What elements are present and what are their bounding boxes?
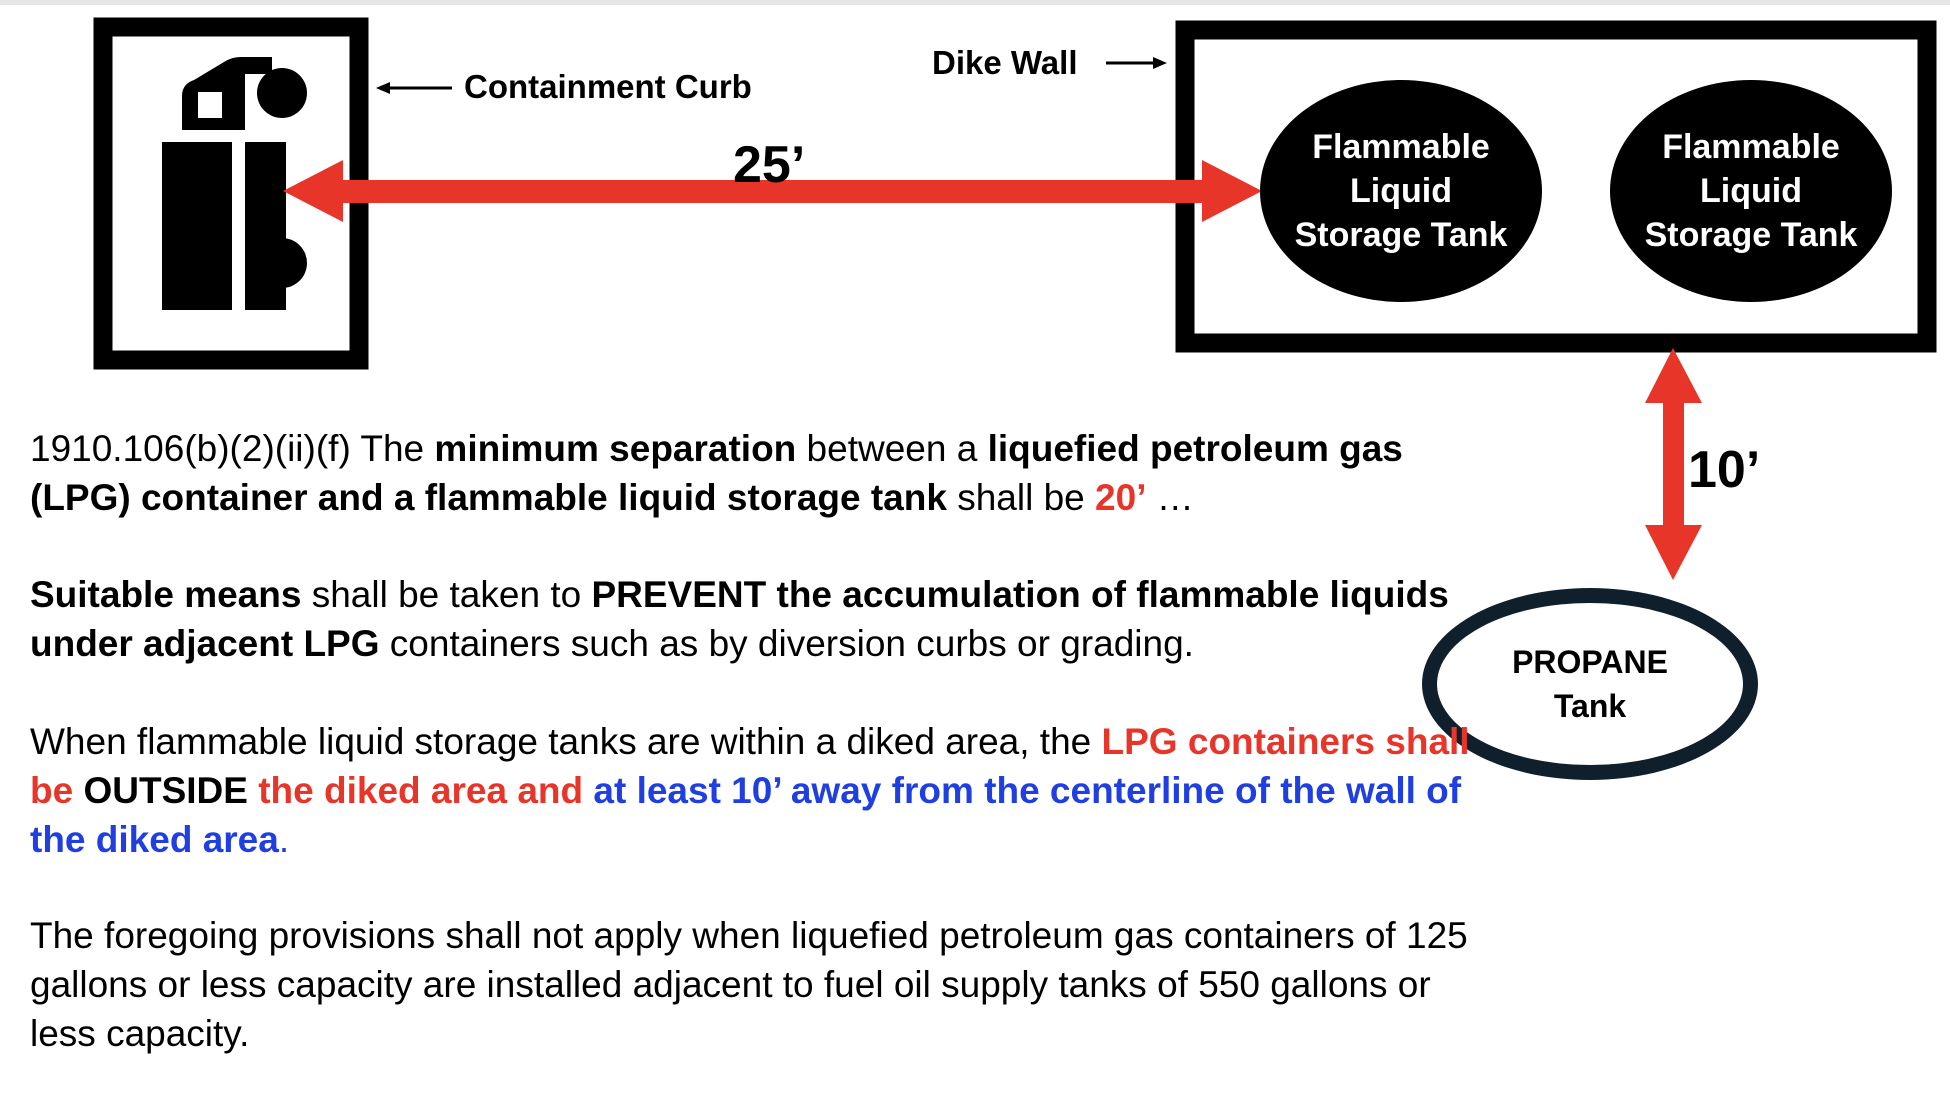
p1-span-3: between a — [796, 428, 988, 469]
p3-span-1: When flammable liquid storage tanks are … — [30, 721, 1102, 762]
p3-span-6: . — [278, 819, 290, 860]
tank-1-line-2: Liquid — [1350, 172, 1452, 210]
flammable-tank-2: Flammable Liquid Storage Tank — [1610, 80, 1892, 302]
paragraph-diked-area: When flammable liquid storage tanks are … — [30, 717, 1470, 864]
p2-span-1: Suitable means — [30, 574, 302, 615]
tank-2-line-3: Storage Tank — [1644, 216, 1858, 254]
truck-icon — [162, 57, 307, 310]
p4-span-1: The foregoing provisions shall not apply… — [30, 915, 1468, 1054]
p2-span-4: containers such as by diversion curbs or… — [379, 623, 1194, 664]
p2-span-3: PREVENT the accumulation of flammable li… — [30, 574, 1449, 664]
containment-curb-label: Containment Curb — [464, 68, 752, 105]
p1-span-7: … — [1146, 477, 1194, 518]
propane-tank-line-2: Tank — [1553, 688, 1627, 724]
tank-2-line-1: Flammable — [1662, 128, 1840, 166]
distance-label-10: 10’ — [1688, 441, 1761, 499]
dike-wall-label: Dike Wall — [932, 44, 1078, 81]
distance-arrow-10 — [1645, 348, 1702, 580]
propane-tank-line-1: PROPANE — [1512, 644, 1668, 680]
flammable-tank-1: Flammable Liquid Storage Tank — [1260, 80, 1542, 302]
p3-span-2: LPG containers shall be — [30, 721, 1470, 811]
p3-span-4: the diked area and — [247, 770, 594, 811]
p1-span-4: liquefied petroleum gas (LPG) container … — [30, 428, 1403, 518]
curb-pointer-arrow — [376, 82, 452, 94]
p2-span-2: shall be taken to — [301, 574, 592, 615]
p1-span-6: 20’ — [1095, 477, 1147, 518]
tank-2-line-2: Liquid — [1700, 172, 1802, 210]
tank-1-line-3: Storage Tank — [1294, 216, 1508, 254]
p1-span-1: 1910.106(b)(2)(ii)(f) The — [30, 428, 435, 469]
paragraph-exemption: The foregoing provisions shall not apply… — [30, 911, 1470, 1058]
dike-pointer-arrow — [1106, 57, 1167, 69]
p1-span-5: shall be — [946, 477, 1096, 518]
propane-tank: PROPANE Tank — [1422, 588, 1758, 780]
p3-span-5: at least 10’ away from the centerline of… — [30, 770, 1462, 860]
p1-span-2: minimum separation — [434, 428, 797, 469]
paragraph-suitable-means: Suitable means shall be taken to PREVENT… — [30, 570, 1470, 668]
paragraph-minimum-separation: 1910.106(b)(2)(ii)(f) The minimum separa… — [30, 424, 1470, 522]
slide-top-border — [0, 0, 1950, 5]
distance-arrow-25 — [283, 160, 1262, 222]
distance-label-25: 25’ — [733, 136, 806, 194]
tank-1-line-1: Flammable — [1312, 128, 1490, 166]
p3-span-3: OUTSIDE — [83, 770, 248, 811]
